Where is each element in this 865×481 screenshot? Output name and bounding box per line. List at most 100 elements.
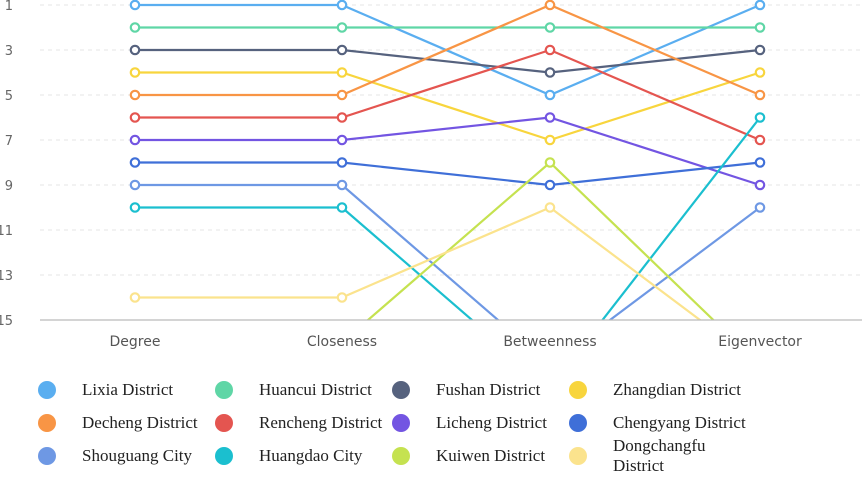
data-point — [336, 89, 348, 101]
legend-label: Kuiwen District — [436, 445, 546, 465]
data-point — [544, 134, 556, 146]
data-point — [754, 202, 766, 213]
series-line — [366, 161, 715, 320]
legend-swatch — [215, 380, 233, 399]
x-tick-label: Degree — [110, 334, 161, 350]
data-point — [544, 179, 556, 191]
data-point — [129, 202, 141, 213]
legend-label: Decheng District — [82, 412, 198, 432]
data-point — [129, 179, 141, 191]
data-point — [544, 22, 556, 33]
series-line — [135, 161, 761, 187]
legend-label: Fushan District — [436, 379, 541, 399]
legend-swatch — [38, 413, 56, 432]
legend-item: Shouguang City — [38, 442, 215, 469]
data-point — [336, 0, 348, 11]
legend-label: Huancui District — [259, 379, 372, 399]
legend-label: Licheng District — [436, 412, 547, 432]
y-tick-label: 1 — [5, 0, 13, 14]
y-tick-label: 9 — [5, 179, 13, 194]
data-point — [756, 361, 764, 369]
data-point — [129, 292, 141, 303]
data-point — [129, 22, 141, 33]
data-point — [129, 134, 141, 146]
series-points — [129, 0, 766, 369]
legend-swatch — [569, 413, 587, 432]
data-point — [129, 157, 141, 168]
legend-swatch — [215, 446, 233, 465]
data-point — [129, 89, 141, 101]
legend-item: Decheng District — [38, 409, 215, 436]
series-line — [135, 48, 761, 142]
series-line — [135, 3, 761, 97]
legend-swatch — [38, 380, 56, 399]
legend-item: Rencheng District — [215, 409, 392, 436]
data-point — [544, 112, 556, 123]
series-line — [135, 116, 761, 320]
y-tick-label: 13 — [0, 269, 13, 284]
data-point — [129, 44, 141, 56]
y-tick-label: 3 — [5, 44, 13, 59]
data-point — [754, 44, 766, 56]
data-point — [336, 292, 348, 303]
data-point — [336, 134, 348, 146]
data-point — [336, 112, 348, 123]
legend-item: Licheng District — [392, 409, 569, 436]
series-line — [135, 116, 761, 187]
data-point — [336, 44, 348, 56]
data-point — [544, 157, 556, 168]
data-point — [544, 0, 556, 11]
legend-swatch — [215, 413, 233, 432]
legend-label: Huangdao City — [259, 445, 363, 465]
legend-item: Chengyang District — [569, 409, 759, 436]
y-tick-label: 5 — [5, 89, 13, 104]
legend-item: Dongchangfu District — [569, 436, 759, 475]
series-line — [135, 71, 761, 142]
legend: Lixia District Huancui District Fushan Dis… — [38, 376, 858, 475]
data-point — [336, 67, 348, 78]
data-point — [754, 157, 766, 168]
data-point — [754, 134, 766, 146]
data-point — [544, 44, 556, 56]
data-point — [546, 361, 554, 369]
y-tick-label: 15 — [0, 314, 13, 329]
series-line — [135, 206, 702, 320]
y-tick-label: 7 — [5, 134, 13, 149]
legend-label: Rencheng District — [259, 412, 383, 432]
legend-item: Kuiwen District — [392, 442, 569, 469]
x-tick-label: Betweenness — [503, 334, 596, 350]
legend-swatch — [569, 380, 587, 399]
legend-label: Dongchangfu District — [613, 435, 706, 475]
data-point — [754, 0, 766, 11]
series-line — [135, 48, 761, 74]
legend-item: Fushan District — [392, 376, 569, 403]
legend-item: Huancui District — [215, 376, 392, 403]
data-point — [336, 157, 348, 168]
legend-swatch — [392, 413, 410, 432]
data-point — [336, 179, 348, 191]
data-point — [754, 89, 766, 101]
data-point — [754, 112, 766, 123]
data-point — [336, 202, 348, 213]
x-tick-label: Eigenvector — [718, 334, 802, 350]
legend-item: Zhangdian District — [569, 376, 759, 403]
y-tick-label: 11 — [0, 224, 13, 239]
legend-label: Chengyang District — [613, 412, 746, 432]
legend-swatch — [569, 446, 587, 465]
data-point — [754, 22, 766, 33]
data-point — [544, 202, 556, 213]
data-point — [544, 89, 556, 101]
legend-item: Huangdao City — [215, 442, 392, 469]
series-lines — [135, 3, 761, 320]
legend-swatch — [392, 446, 410, 465]
legend-swatch — [38, 446, 56, 465]
data-point — [754, 179, 766, 191]
data-point — [129, 67, 141, 78]
data-point — [129, 0, 141, 11]
legend-label: Zhangdian District — [613, 379, 741, 399]
data-point — [336, 22, 348, 33]
legend-label: Lixia District — [82, 379, 174, 399]
